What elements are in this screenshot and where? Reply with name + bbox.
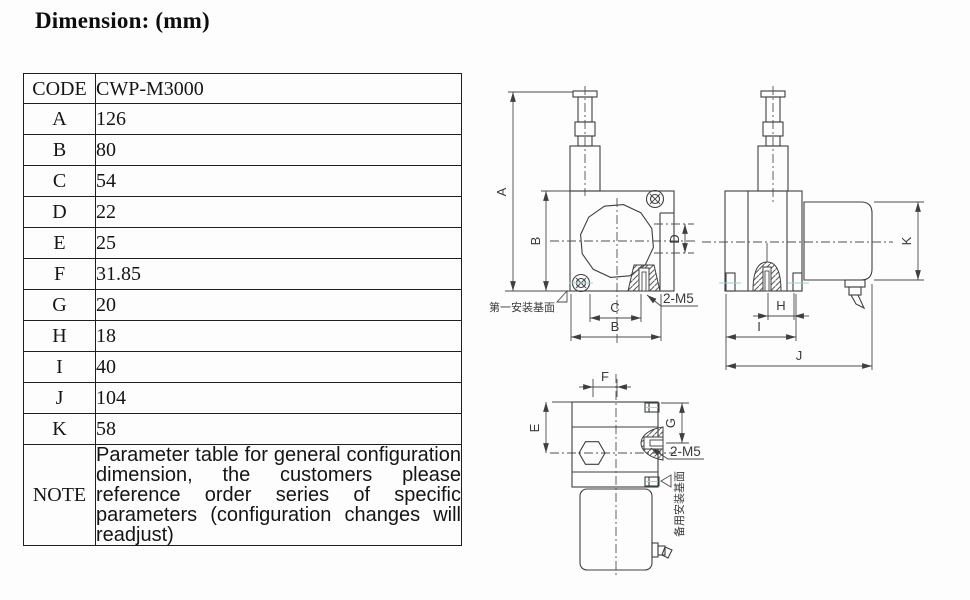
- value-cell: 22: [95, 196, 462, 228]
- code-cell: B: [23, 134, 96, 166]
- value-cell: 54: [95, 165, 462, 197]
- wire-outlet-side: [757, 86, 789, 205]
- note-text-cell: Parameter table for general configuratio…: [95, 444, 462, 546]
- code-cell: K: [23, 413, 96, 445]
- wire-drum: [580, 204, 654, 278]
- dim-label-f: F: [601, 369, 609, 384]
- mounting-boss-side: [752, 243, 782, 292]
- dim-label-i: I: [757, 319, 761, 334]
- dim-label-b-left: B: [528, 237, 543, 246]
- code-cell: J: [23, 382, 96, 414]
- table-row: D 22: [23, 196, 462, 228]
- mounting-boss-front: [627, 264, 661, 292]
- hex-hole: [578, 441, 606, 465]
- dim-label-a: A: [494, 187, 509, 196]
- value-cell: 31.85: [95, 258, 462, 290]
- table-row: E 25: [23, 227, 462, 259]
- value-cell: 40: [95, 351, 462, 383]
- page-title: Dimension: (mm): [35, 8, 210, 33]
- top-view: F E: [527, 369, 704, 578]
- side-view: K H I J: [702, 86, 924, 370]
- dim-label-h: H: [776, 298, 785, 313]
- code-cell: D: [23, 196, 96, 228]
- note-label-cell: NOTE: [23, 444, 96, 546]
- screw-bottom-left: [569, 273, 593, 293]
- code-cell: H: [23, 320, 96, 352]
- table-note-row: NOTE Parameter table for general configu…: [23, 444, 462, 546]
- thread-label-top: 2-M5: [670, 444, 701, 459]
- table-row: K 58: [23, 413, 462, 445]
- table-row: H 18: [23, 320, 462, 352]
- screw-top-right: [645, 189, 665, 209]
- dim-label-g: G: [663, 418, 678, 428]
- table-row: J 104: [23, 382, 462, 414]
- cable-connector-side: [844, 279, 866, 310]
- header-code-cell: CODE: [23, 73, 96, 104]
- front-view: A B D 2-M5 第一安装基面 C B: [489, 86, 698, 344]
- table-row: C 54: [23, 165, 462, 197]
- value-cell: 104: [95, 382, 462, 414]
- datum-triangle-top: [660, 474, 672, 488]
- value-cell: 18: [95, 320, 462, 352]
- encoder-housing-top: [579, 488, 653, 571]
- datum-triangle-front: [555, 289, 568, 303]
- foot-top-right: [644, 402, 660, 413]
- datum-label-front: 第一安装基面: [489, 300, 555, 314]
- encoder-housing-side: [803, 201, 873, 281]
- value-cell: 126: [95, 103, 462, 135]
- table-row: B 80: [23, 134, 462, 166]
- dim-label-k: K: [899, 236, 914, 245]
- table-header-row: CODE CWP-M3000: [23, 73, 462, 104]
- code-cell: I: [23, 351, 96, 383]
- table-row: G 20: [23, 289, 462, 321]
- table-row: A 126: [23, 103, 462, 135]
- wire-outlet-front: [569, 86, 601, 196]
- cable-connector-top: [651, 542, 673, 559]
- code-cell: G: [23, 289, 96, 321]
- value-cell: 20: [95, 289, 462, 321]
- table-row: I 40: [23, 351, 462, 383]
- code-cell: E: [23, 227, 96, 259]
- table-row: F 31.85: [23, 258, 462, 290]
- code-cell: A: [23, 103, 96, 135]
- code-cell: F: [23, 258, 96, 290]
- value-cell: 58: [95, 413, 462, 445]
- dim-label-c: C: [610, 300, 619, 315]
- dimension-table: CODE CWP-M3000 A 126 B 80 C 54 D 22 E 25…: [23, 73, 462, 546]
- foot-bottom-right: [644, 476, 660, 487]
- value-cell: 25: [95, 227, 462, 259]
- dim-label-j: J: [796, 348, 803, 363]
- datum-label-top: 备用安装基面: [672, 471, 686, 537]
- mounting-boss-top: [640, 426, 664, 461]
- thread-label-front: 2-M5: [663, 291, 694, 306]
- header-model-cell: CWP-M3000: [95, 73, 462, 104]
- technical-drawing: A B D 2-M5 第一安装基面 C B: [489, 86, 924, 578]
- code-cell: C: [23, 165, 96, 197]
- value-cell: 80: [95, 134, 462, 166]
- dim-label-e: E: [527, 423, 542, 432]
- dim-label-d: D: [667, 234, 682, 243]
- dim-label-b-bottom: B: [611, 319, 620, 334]
